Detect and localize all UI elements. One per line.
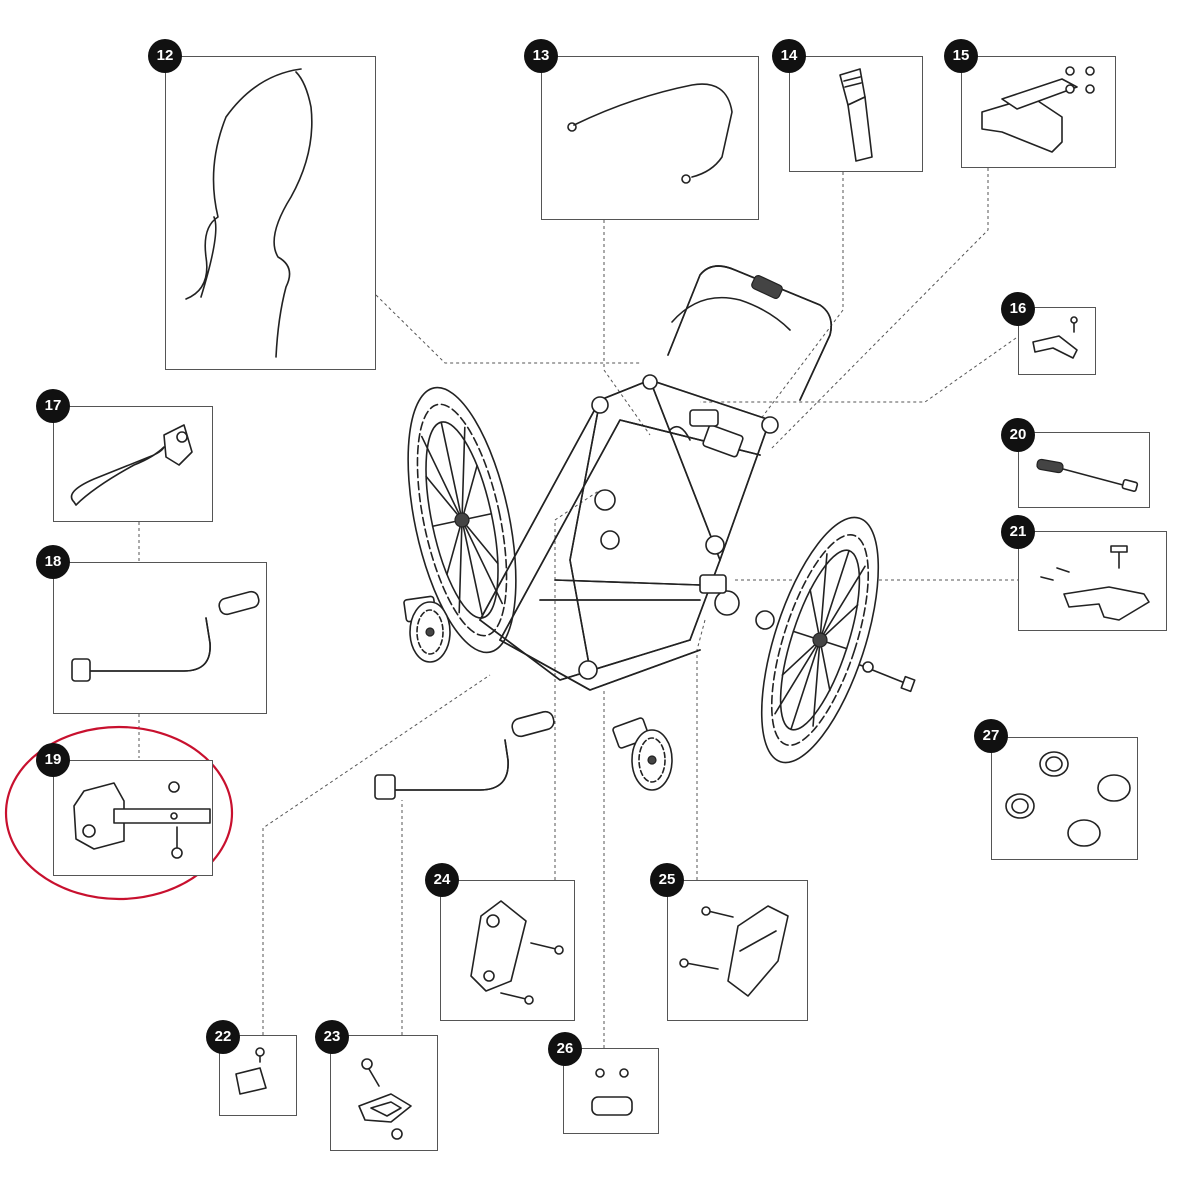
leader-25 xyxy=(696,619,706,880)
part-number-badge: 26 xyxy=(548,1032,582,1066)
part-number-badge: 23 xyxy=(315,1020,349,1054)
right-side-plate-illustration xyxy=(679,905,789,997)
leader-16 xyxy=(700,337,1017,403)
part-number-badge: 16 xyxy=(1001,292,1035,326)
panel-part-24 xyxy=(440,880,575,1021)
panel-part-12 xyxy=(165,56,376,370)
panel-part-15 xyxy=(961,56,1116,168)
leader-15 xyxy=(769,168,989,451)
front-caster-left xyxy=(403,595,451,663)
front-caster-right xyxy=(612,717,673,791)
left-side-plate-illustration xyxy=(470,900,564,1005)
bumper-wire-illustration xyxy=(567,83,733,184)
panel-part-19 xyxy=(53,760,213,876)
part-number-badge: 22 xyxy=(206,1020,240,1054)
panel-part-17 xyxy=(53,406,213,522)
leader-13 xyxy=(603,220,651,436)
leader-12 xyxy=(375,294,640,364)
reflector-illustration xyxy=(591,1068,633,1116)
safety-leash-illustration xyxy=(70,424,193,506)
rear-right-wheel xyxy=(760,516,880,764)
part-number-badge: 14 xyxy=(772,39,806,73)
bracket-plate-illustration xyxy=(981,66,1095,153)
part-number-badge: 27 xyxy=(974,719,1008,753)
part-number-badge: 12 xyxy=(148,39,182,73)
part-number-badge: 19 xyxy=(36,743,70,777)
hub-nut xyxy=(755,610,775,630)
lower-tow-arm xyxy=(374,710,555,800)
hitch-coupling-illustration xyxy=(73,781,211,859)
clip-illustration xyxy=(1032,316,1078,359)
hub-left xyxy=(714,590,740,616)
axle-bolt xyxy=(859,661,916,693)
panel-part-18 xyxy=(53,562,267,714)
panel-part-25 xyxy=(667,880,808,1021)
panel-part-26 xyxy=(563,1048,659,1134)
panel-part-23 xyxy=(330,1035,438,1151)
tow-arm-illustration xyxy=(71,590,260,682)
brake-lever-illustration xyxy=(1040,545,1150,621)
part-number-badge: 18 xyxy=(36,545,70,579)
part-number-badge: 20 xyxy=(1001,418,1035,452)
part-number-badge: 21 xyxy=(1001,515,1035,549)
panel-part-14 xyxy=(789,56,923,172)
part-number-badge: 25 xyxy=(650,863,684,897)
hinge-bracket-illustration xyxy=(358,1058,412,1140)
canopy-wire-frame-illustration xyxy=(185,68,313,358)
strap-buckle-illustration xyxy=(839,68,873,162)
panel-part-27 xyxy=(991,737,1138,860)
part-number-badge: 15 xyxy=(944,39,978,73)
leader-22 xyxy=(262,674,491,1035)
leader-14 xyxy=(759,172,844,421)
highlight-ring-19 xyxy=(4,725,234,901)
pad-illustration xyxy=(235,1047,267,1095)
part-number-badge: 13 xyxy=(524,39,558,73)
pin-illustration xyxy=(1036,458,1139,492)
panel-part-21 xyxy=(1018,531,1167,631)
rear-left-wheel xyxy=(407,386,517,654)
leader-24 xyxy=(554,489,601,880)
panel-part-20 xyxy=(1018,432,1150,508)
wheel-caps-illustration xyxy=(1005,751,1131,847)
panel-part-13 xyxy=(541,56,759,220)
part-number-badge: 24 xyxy=(425,863,459,897)
part-number-badge: 17 xyxy=(36,389,70,423)
